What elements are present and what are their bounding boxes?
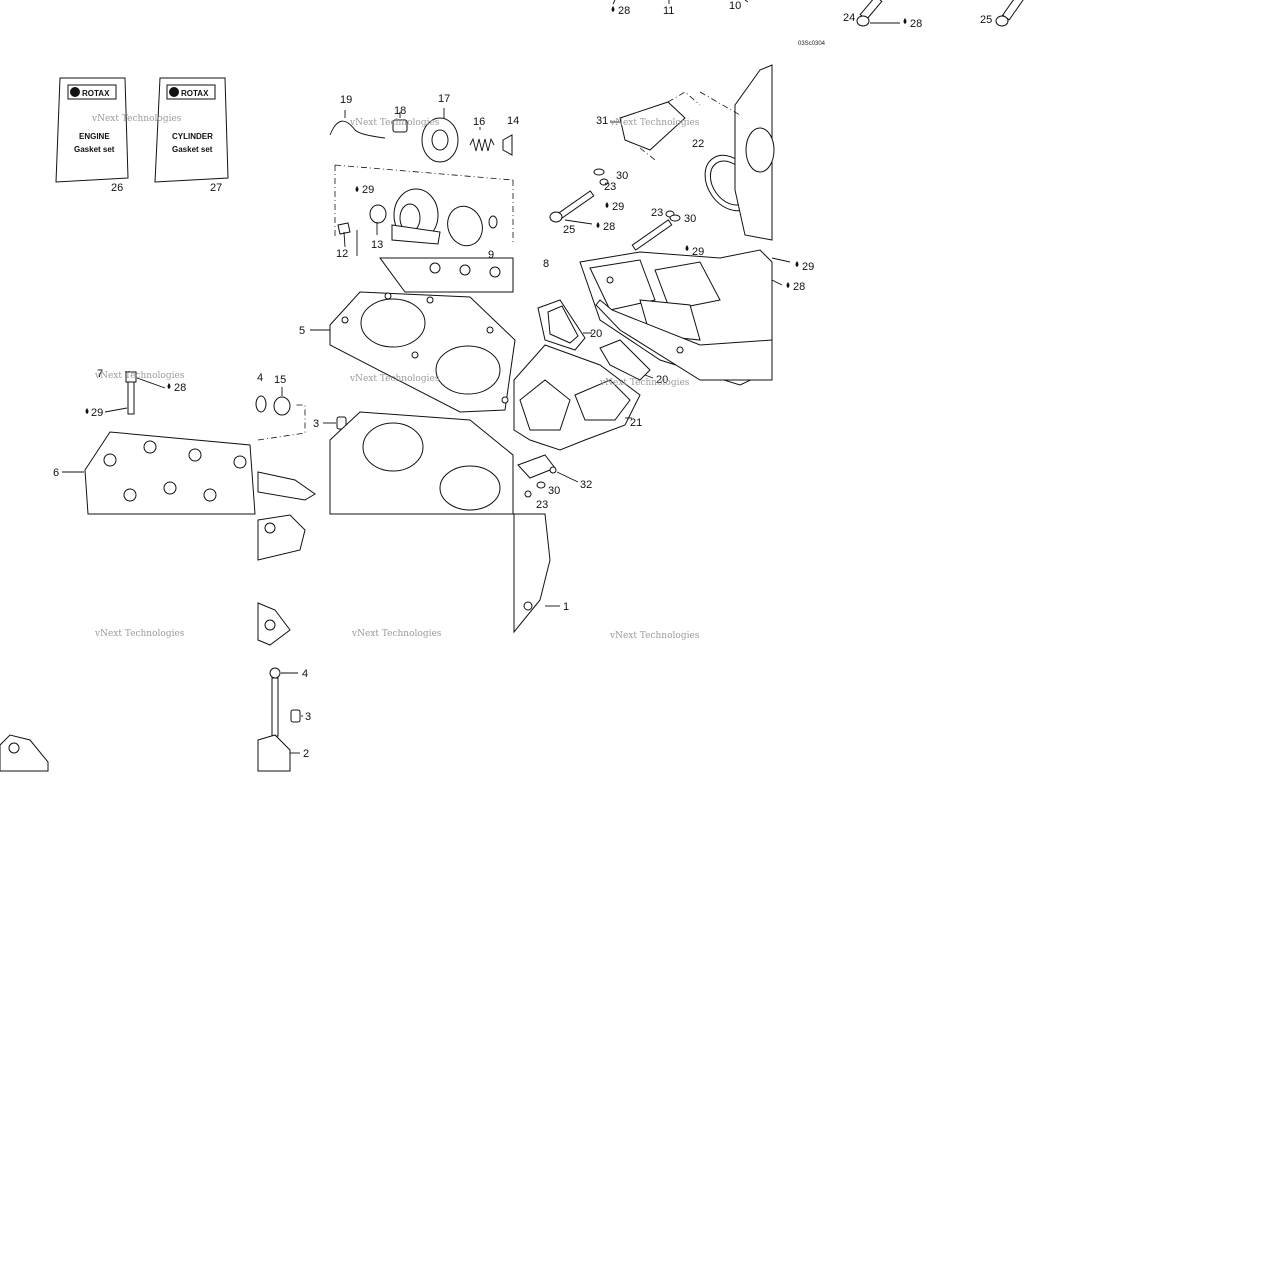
callout-21: 21	[630, 417, 642, 429]
callout-13: 13	[371, 239, 383, 251]
callout-28: 28	[793, 281, 805, 293]
callout-4: 4	[257, 372, 263, 384]
tile-upper-right: 31 30 23 25 28 29 22 23 30 29	[549, 64, 814, 386]
watermark: vNext Technologies	[94, 629, 185, 639]
bag-title: CYLINDER	[172, 132, 213, 141]
callout-30: 30	[616, 170, 628, 182]
watermark: vNext Technologies	[599, 378, 690, 388]
callout-4: 4	[302, 668, 308, 680]
callout-30: 30	[548, 485, 560, 497]
callout-8: 8	[543, 258, 549, 270]
callout-3: 3	[305, 711, 311, 723]
callout-19: 19	[340, 94, 352, 106]
watermark: vNext Technologies	[609, 631, 700, 641]
oil-drop-icon	[611, 6, 615, 12]
callout-28: 28	[174, 382, 186, 394]
callout-28: 28	[910, 18, 922, 30]
watermark: vNext Technologies	[91, 114, 182, 124]
callout-30: 30	[684, 213, 696, 225]
rotax-logo-icon	[169, 87, 179, 97]
callout-2: 2	[303, 748, 309, 760]
figure-code: 03Sc0304	[798, 41, 826, 47]
callout-28: 28	[618, 5, 630, 17]
callout-20: 20	[590, 328, 602, 340]
watermark: vNext Technologies	[609, 118, 700, 128]
gasket-kit-engine: ROTAX ENGINE Gasket set 26	[55, 77, 129, 194]
tile-middle-lower: 4 15 vNext Technologies 4 3 2	[255, 372, 442, 772]
callout-18: 18	[394, 105, 406, 117]
callout-7: 7	[97, 368, 103, 380]
top-strip: 28 11 10 24 28 25 03Sc0304	[611, 0, 1027, 47]
callout-10: 10	[729, 0, 741, 12]
callout-28: 28	[603, 221, 615, 233]
callout-23: 23	[604, 181, 616, 193]
tile-left: 7 28 29 vNext Technologies 6 vNext Techn…	[0, 368, 256, 772]
callout-26: 26	[111, 182, 123, 194]
callout-15: 15	[274, 374, 286, 386]
callout-1: 1	[563, 601, 569, 613]
callout-11: 11	[663, 5, 674, 17]
callout-16: 16	[473, 116, 485, 128]
watermark: vNext Technologies	[94, 371, 185, 381]
callout-24: 24	[843, 12, 855, 24]
watermark: vNext Technologies	[351, 629, 442, 639]
bag-subtitle: Gasket set	[74, 145, 115, 154]
callout-29: 29	[91, 407, 103, 419]
watermark: vNext Technologies	[349, 374, 440, 384]
bolt-24	[856, 0, 883, 27]
callout-14: 14	[507, 115, 519, 127]
bag-brand: ROTAX	[181, 89, 209, 98]
rotax-logo-icon	[70, 87, 80, 97]
callout-17: 17	[438, 93, 450, 105]
bag-subtitle: Gasket set	[172, 145, 213, 154]
callout-29: 29	[612, 201, 624, 213]
callout-29: 29	[692, 246, 704, 258]
callout-23: 23	[651, 207, 663, 219]
watermark: vNext Technologies	[349, 118, 440, 128]
callout-29: 29	[362, 184, 374, 196]
callout-27: 27	[210, 182, 222, 194]
callout-22: 22	[692, 138, 704, 150]
bolt-25	[995, 0, 1027, 27]
tile-upper-middle: 19 18 17 16 14 13 29 9 12	[299, 93, 519, 515]
callout-23: 23	[536, 499, 548, 511]
callout-25: 25	[980, 14, 992, 26]
callout-29: 29	[802, 261, 814, 273]
callout-12: 12	[336, 248, 348, 260]
tile-centre: 8 20 21 20 vNext Technologies 32 30 23 1…	[513, 258, 700, 641]
bag-brand: ROTAX	[82, 89, 110, 98]
callout-32: 32	[580, 479, 592, 491]
callout-6: 6	[53, 467, 59, 479]
callout-25: 25	[563, 224, 575, 236]
callout-9: 9	[488, 249, 494, 261]
bag-title: ENGINE	[79, 132, 110, 141]
callout-3: 3	[313, 418, 319, 430]
gasket-kit-cylinder: ROTAX CYLINDER Gasket set 27	[154, 77, 229, 194]
callout-31: 31	[596, 115, 608, 127]
callout-5: 5	[299, 325, 305, 337]
callout-20: 20	[656, 374, 668, 386]
